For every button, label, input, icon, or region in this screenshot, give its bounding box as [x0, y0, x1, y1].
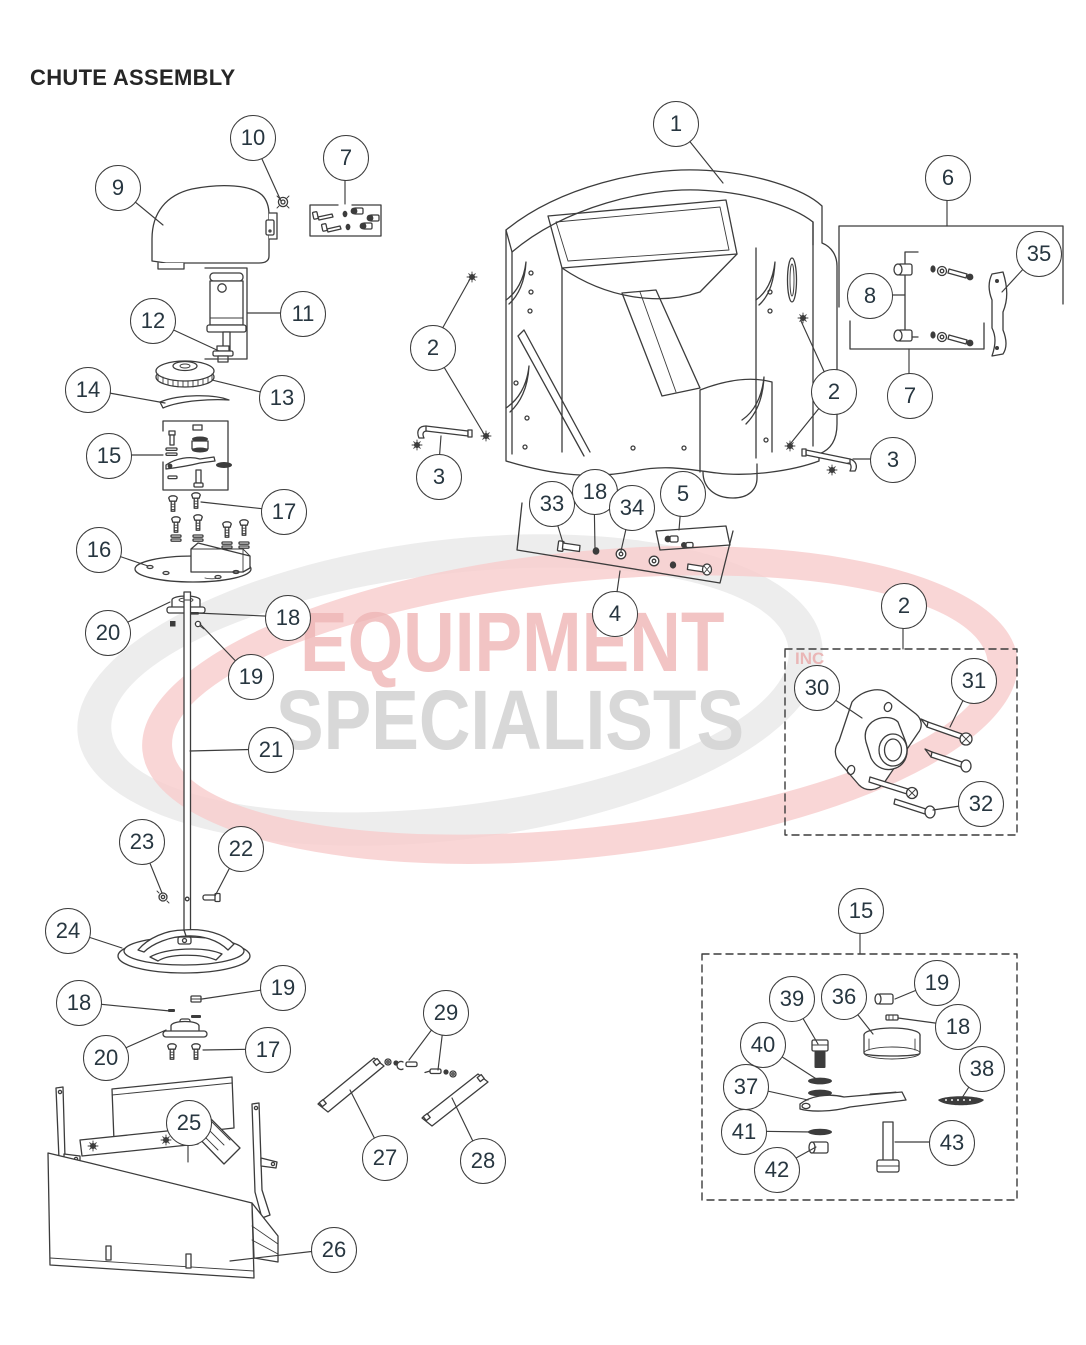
callout-40: 40	[740, 1022, 786, 1068]
callout-14: 14	[65, 367, 111, 413]
callout-31: 31	[951, 658, 997, 704]
part-24-spinner-disc	[117, 928, 251, 974]
callout-19: 19	[228, 654, 274, 700]
callout-7: 7	[887, 373, 933, 419]
callout-33: 33	[529, 481, 575, 527]
callout-11: 11	[280, 291, 326, 337]
callout-leader-lines	[66, 122, 1039, 1262]
callout-15: 15	[86, 433, 132, 479]
callout-38: 38	[959, 1046, 1005, 1092]
callout-26: 26	[311, 1227, 357, 1273]
part-3-rods	[411, 425, 857, 476]
part-1-chute-shroud	[505, 169, 838, 499]
watermark-word-specialists: SPECIALISTS	[276, 673, 745, 767]
callout-10: 10	[230, 115, 276, 161]
callout-7: 7	[323, 135, 369, 181]
watermark-word-inc: INC	[795, 649, 825, 668]
callout-22: 22	[218, 826, 264, 872]
callout-1: 1	[653, 101, 699, 147]
part-6-bracket	[838, 225, 1064, 350]
callout-23: 23	[119, 819, 165, 865]
callout-42: 42	[754, 1147, 800, 1193]
page-title: CHUTE ASSEMBLY	[30, 64, 236, 90]
callout-18: 18	[56, 980, 102, 1026]
part-15-kit-box	[162, 420, 232, 491]
callout-8: 8	[847, 273, 893, 319]
callout-18: 18	[935, 1004, 981, 1050]
callout-43: 43	[929, 1120, 975, 1166]
callout-39: 39	[769, 976, 815, 1022]
callout-37: 37	[723, 1064, 769, 1110]
parts-27-28-straps	[317, 1057, 489, 1127]
callout-19: 19	[260, 965, 306, 1011]
callout-28: 28	[460, 1138, 506, 1184]
callout-17: 17	[245, 1027, 291, 1073]
part-13-gear	[155, 360, 215, 388]
watermark-word-equipment: EQUIPMENT	[300, 595, 725, 689]
callout-19: 19	[914, 960, 960, 1006]
part-11-motor	[204, 267, 248, 360]
part-7-hardware-box-top	[309, 204, 382, 237]
callout-2: 2	[410, 325, 456, 371]
callout-29: 29	[423, 990, 469, 1036]
callout-9: 9	[95, 165, 141, 211]
part-4-hardware-kit	[516, 502, 734, 584]
callout-27: 27	[362, 1135, 408, 1181]
callout-41: 41	[721, 1109, 767, 1155]
callout-25: 25	[166, 1100, 212, 1146]
part-20-hub-lower	[162, 995, 208, 1060]
callout-3: 3	[416, 454, 462, 500]
callout-35: 35	[1016, 231, 1062, 277]
callout-13: 13	[259, 375, 305, 421]
callout-24: 24	[45, 908, 91, 954]
callout-20: 20	[83, 1035, 129, 1081]
callout-12: 12	[130, 298, 176, 344]
callout-6: 6	[925, 155, 971, 201]
callout-17: 17	[261, 489, 307, 535]
part-22-pin	[202, 892, 221, 903]
callout-15: 15	[838, 888, 884, 934]
callout-16: 16	[76, 527, 122, 573]
callout-20: 20	[85, 610, 131, 656]
callout-21: 21	[248, 727, 294, 773]
callout-5: 5	[660, 471, 706, 517]
part-9-cover	[151, 185, 278, 270]
detail-box-15	[701, 953, 1018, 1201]
part-12-fitting	[212, 345, 234, 363]
callout-4: 4	[592, 591, 638, 637]
part-14-guard	[159, 395, 230, 409]
callout-18: 18	[265, 595, 311, 641]
callout-36: 36	[821, 974, 867, 1020]
callout-34: 34	[609, 485, 655, 531]
callout-2: 2	[881, 583, 927, 629]
callout-30: 30	[794, 665, 840, 711]
callout-3: 3	[870, 437, 916, 483]
part-35-handle	[988, 271, 1008, 357]
callout-32: 32	[958, 781, 1004, 827]
part-23-nut	[156, 890, 170, 904]
part-16-bearing-plate	[134, 542, 252, 583]
callout-2: 2	[811, 369, 857, 415]
